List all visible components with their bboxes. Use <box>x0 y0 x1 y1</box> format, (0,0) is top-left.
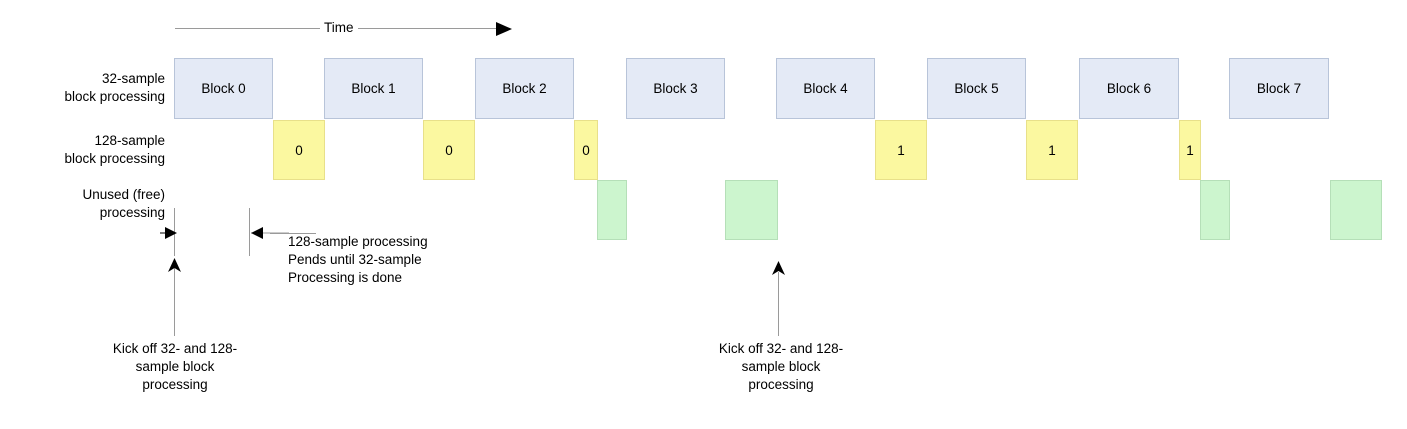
arrow-right-icon <box>496 22 512 36</box>
pending-block-label: 0 <box>295 142 303 158</box>
pending-block-label: 1 <box>1048 142 1056 158</box>
pend-note-leader-line <box>270 233 316 234</box>
pending-block-label: 0 <box>445 142 453 158</box>
block-label: Block 1 <box>351 81 396 96</box>
block-0[interactable]: Block 0 <box>174 58 273 119</box>
pending-block-0a[interactable]: 0 <box>273 120 325 180</box>
kickoff-leader-line-2 <box>778 272 779 336</box>
block-label: Block 3 <box>653 81 698 96</box>
block-3[interactable]: Block 3 <box>626 58 725 119</box>
pending-block-label: 0 <box>582 142 590 158</box>
pending-block-label: 1 <box>897 142 905 158</box>
kickoff-note-1: Kick off 32- and 128- sample block proce… <box>112 341 238 392</box>
block-1[interactable]: Block 1 <box>324 58 423 119</box>
block-2[interactable]: Block 2 <box>475 58 574 119</box>
block-6[interactable]: Block 6 <box>1079 58 1179 119</box>
block-label: Block 4 <box>803 81 848 96</box>
block-5[interactable]: Block 5 <box>927 58 1026 119</box>
pending-block-1a[interactable]: 1 <box>875 120 927 180</box>
block-label: Block 5 <box>954 81 999 96</box>
free-block-2[interactable] <box>725 180 778 240</box>
row-label-128-sample: 128-sample block processing <box>64 133 165 166</box>
row-label-32-sample: 32-sample block processing <box>64 71 165 104</box>
pending-block-0c[interactable]: 0 <box>574 120 598 180</box>
free-block-1[interactable] <box>597 180 627 240</box>
block-label: Block 0 <box>201 81 246 96</box>
free-block-4[interactable] <box>1330 180 1382 240</box>
block-label: Block 7 <box>1256 81 1302 96</box>
block-label: Block 6 <box>1106 81 1152 96</box>
time-axis-label: Time <box>320 20 358 35</box>
pending-block-1b[interactable]: 1 <box>1026 120 1078 180</box>
dimension-arrow-left-icon <box>160 227 177 239</box>
kickoff-arrow-up-icon-2 <box>772 261 785 275</box>
kickoff-note-2: Kick off 32- and 128- sample block proce… <box>718 341 844 392</box>
row-label-unused: Unused (free) processing <box>82 187 165 220</box>
kickoff-leader-line-1 <box>174 268 175 336</box>
dimension-tick-right <box>249 208 250 256</box>
kickoff-arrow-up-icon-1 <box>168 258 181 272</box>
block-4[interactable]: Block 4 <box>776 58 875 119</box>
block-label: Block 2 <box>502 81 547 96</box>
pending-block-1c[interactable]: 1 <box>1179 120 1201 180</box>
block-7[interactable]: Block 7 <box>1229 58 1329 119</box>
pending-block-0b[interactable]: 0 <box>423 120 475 180</box>
free-block-3[interactable] <box>1200 180 1230 240</box>
pending-block-label: 1 <box>1186 142 1194 158</box>
pend-note: 128-sample processing Pends until 32-sam… <box>288 234 428 285</box>
